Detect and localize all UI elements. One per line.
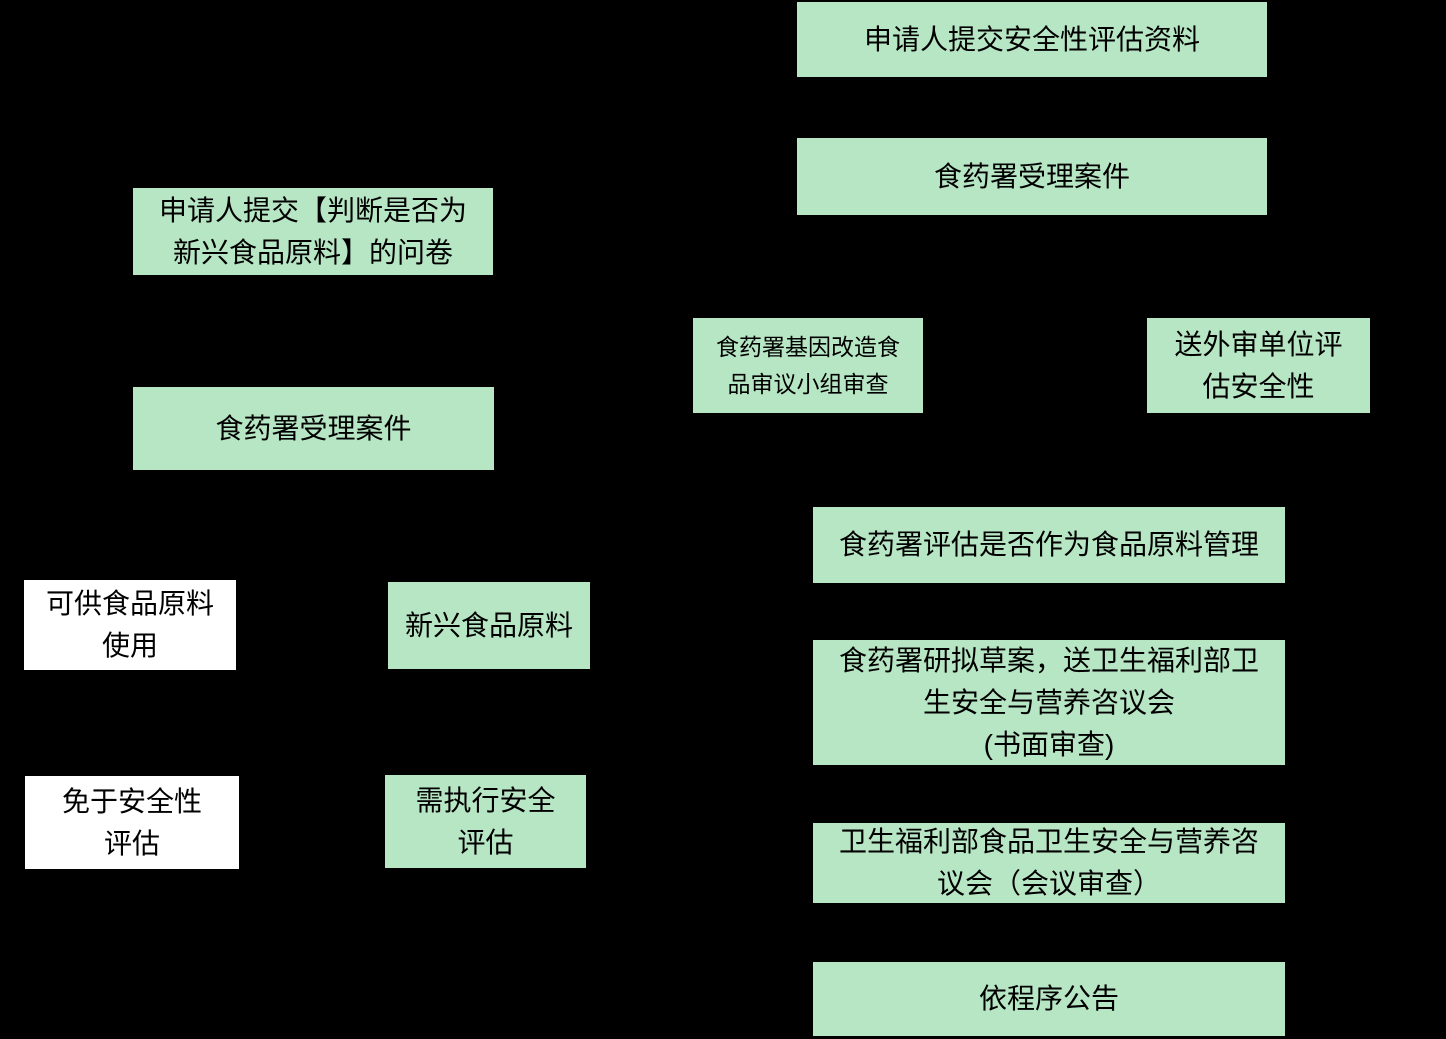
node-available-as-food-raw-material: 可供食品原料 使用: [24, 580, 236, 670]
node-applicant-questionnaire: 申请人提交【判断是否为 新兴食品原料】的问卷: [133, 188, 493, 275]
node-safety-assessment-required: 需执行安全 评估: [385, 775, 586, 868]
node-mohw-committee-meeting-review: 卫生福利部食品卫生安全与营养咨 议会（会议审查）: [813, 823, 1285, 903]
node-draft-to-mohw-written-review: 食药署研拟草案，送卫生福利部卫 生安全与营养咨议会 (书面审查): [813, 640, 1285, 765]
node-tfda-accepts-case-right: 食药署受理案件: [797, 138, 1267, 215]
node-announce-per-procedure: 依程序公告: [813, 962, 1285, 1036]
node-submit-safety-data: 申请人提交安全性评估资料: [797, 2, 1267, 77]
node-novel-food-ingredient: 新兴食品原料: [388, 582, 590, 669]
node-external-safety-review: 送外审单位评 估安全性: [1147, 318, 1370, 413]
node-tfda-accepts-case-left: 食药署受理案件: [133, 387, 494, 470]
node-exempt-from-safety-assessment: 免于安全性 评估: [25, 776, 239, 869]
node-evaluate-as-food-raw-material: 食药署评估是否作为食品原料管理: [813, 507, 1285, 583]
node-gmo-review-panel: 食药署基因改造食 品审议小组审查: [693, 318, 923, 413]
